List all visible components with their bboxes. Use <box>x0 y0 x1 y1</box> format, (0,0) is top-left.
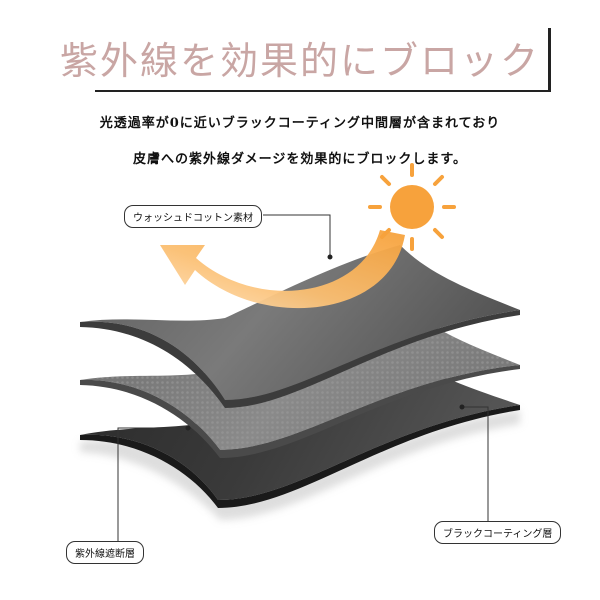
title-underline <box>95 90 551 92</box>
callout-lines <box>117 214 489 542</box>
label-black-coating: ブラックコーティング層 <box>434 521 562 544</box>
label-uv-block: 紫外線遮断層 <box>66 541 144 564</box>
sun-icon <box>368 163 456 251</box>
description-line-1: 光透過率が0に近いブラックコーティング中間層が含まれており <box>99 116 501 131</box>
page-title: 紫外線を効果的にブロック <box>59 39 540 83</box>
label-washed-cotton: ウォッシュドコットン素材 <box>124 205 262 228</box>
uv-reflect-arrow <box>160 230 405 309</box>
top-layer <box>80 245 520 408</box>
description-line-2: 皮膚への紫外線ダメージを効果的にブロックします。 <box>132 152 468 167</box>
title-vertical-rule <box>548 28 551 90</box>
